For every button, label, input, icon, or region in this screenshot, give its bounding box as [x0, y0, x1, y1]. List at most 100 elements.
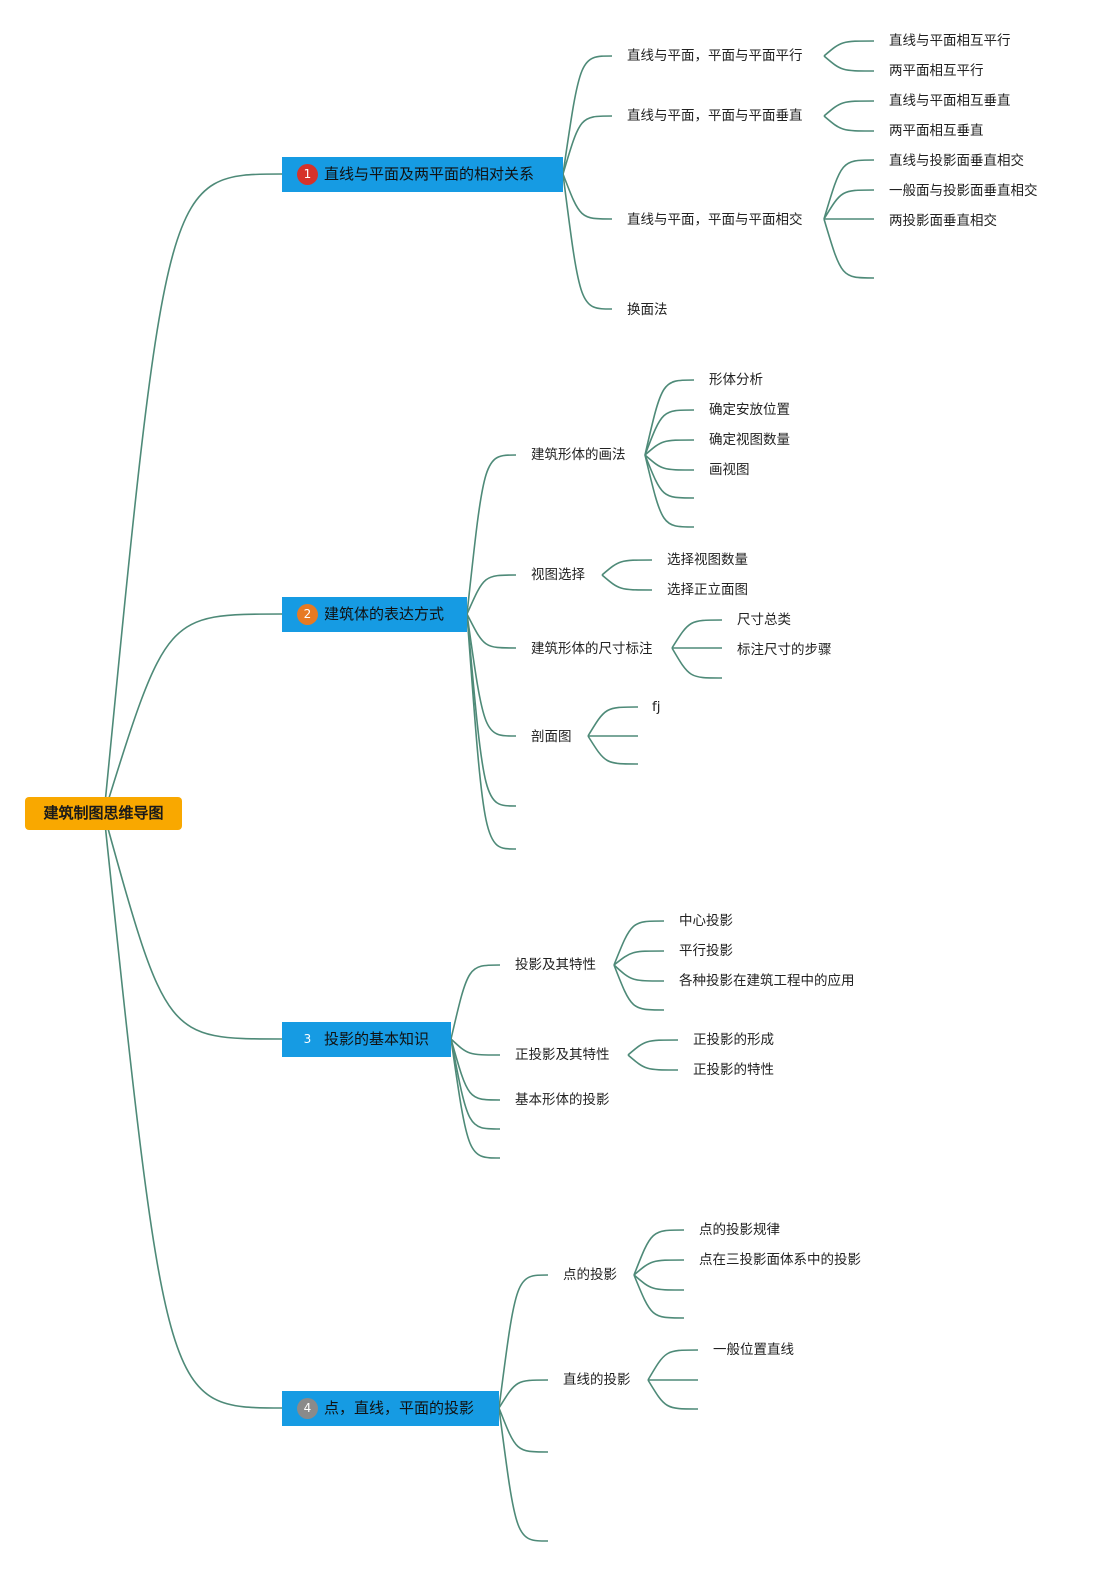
b2s2-link-2: [601, 574, 653, 591]
b3-link-3: [450, 1038, 501, 1101]
b1s1-link-2: [823, 55, 875, 72]
b2s4-link-1: [587, 706, 639, 737]
b4-link-2: [498, 1379, 549, 1409]
subtopic-2-1[interactable]: 建筑形体的画法: [531, 447, 626, 463]
b4s2-link-3: [647, 1379, 699, 1410]
b2s1-link-5: [644, 454, 695, 499]
branch-2-label: 建筑体的表达方式: [324, 605, 445, 623]
leaf-1-2-1[interactable]: 直线与平面相互垂直: [889, 93, 1011, 109]
b4s2-link-1: [647, 1349, 699, 1381]
branch-3-topic[interactable]: 3 投影的基本知识: [282, 1022, 451, 1057]
branch-1-topic[interactable]: 1 直线与平面及两平面的相对关系: [282, 157, 563, 192]
subtopic-2-3[interactable]: 建筑形体的尺寸标注: [531, 641, 653, 657]
b1-link-3: [562, 173, 613, 220]
leaf-2-3-2[interactable]: 标注尺寸的步骤: [737, 642, 832, 658]
branch-2-topic[interactable]: 2 建筑体的表达方式: [282, 597, 467, 632]
leaf-2-1-2[interactable]: 确定安放位置: [709, 402, 790, 418]
leaf-4-2-1[interactable]: 一般位置直线: [713, 1342, 794, 1358]
b1-link-4: [562, 173, 613, 310]
subtopic-3-1[interactable]: 投影及其特性: [515, 957, 596, 973]
b1s3-link-2: [823, 189, 875, 220]
b1s1-link-1: [823, 40, 875, 57]
subtopic-2-2[interactable]: 视图选择: [531, 567, 585, 583]
b2s1-link-4: [644, 454, 695, 471]
b3-link-1: [450, 964, 501, 1040]
b3-link-5: [450, 1038, 501, 1159]
leaf-3-1-1[interactable]: 中心投影: [679, 913, 733, 929]
b2s3-link-1: [671, 619, 723, 649]
branch-1-number-badge: 1: [297, 164, 318, 185]
b3-link-2: [450, 1038, 501, 1056]
subtopic-1-4[interactable]: 换面法: [627, 302, 668, 318]
b2s3-link-3: [671, 647, 723, 679]
leaf-2-2-1[interactable]: 选择视图数量: [667, 552, 748, 568]
leaf-3-1-3[interactable]: 各种投影在建筑工程中的应用: [679, 973, 855, 989]
branch-4-number-badge: 4: [297, 1398, 318, 1419]
leaf-2-3-1[interactable]: 尺寸总类: [737, 612, 791, 628]
root-topic[interactable]: 建筑制图思维导图: [25, 797, 182, 830]
b4s1-link-3: [633, 1274, 685, 1291]
leaf-2-2-2[interactable]: 选择正立面图: [667, 582, 748, 598]
leaf-3-2-2[interactable]: 正投影的特性: [693, 1062, 774, 1078]
b3s1-link-4: [613, 964, 665, 1011]
b1-link-2: [562, 115, 613, 175]
leaf-2-1-1[interactable]: 形体分析: [709, 372, 763, 388]
b4s1-link-2: [633, 1259, 685, 1276]
root-link-4: [103, 813, 283, 1409]
subtopic-3-3[interactable]: 基本形体的投影: [515, 1092, 610, 1108]
leaf-1-3-1[interactable]: 直线与投影面垂直相交: [889, 153, 1024, 169]
b2s2-link-1: [601, 559, 653, 576]
root-link-2: [103, 613, 283, 815]
b3-link-4: [450, 1038, 501, 1130]
leaf-1-3-2[interactable]: 一般面与投影面垂直相交: [889, 183, 1038, 199]
branch-1-label: 直线与平面及两平面的相对关系: [324, 165, 535, 183]
b2-link-5: [466, 613, 517, 807]
subtopic-1-2[interactable]: 直线与平面，平面与平面垂直: [627, 108, 803, 124]
b2s1-link-6: [644, 454, 695, 528]
b2s1-link-3: [644, 439, 695, 456]
leaf-1-3-3[interactable]: 两投影面垂直相交: [889, 213, 997, 229]
b4-link-1: [498, 1274, 549, 1409]
root-link-1: [103, 173, 283, 815]
b1s3-link-4: [823, 218, 875, 279]
b1-link-1: [562, 55, 613, 175]
leaf-1-1-2[interactable]: 两平面相互平行: [889, 63, 984, 79]
b2-link-1: [466, 454, 517, 615]
b4s1-link-1: [633, 1229, 685, 1276]
branch-3-number-badge: 3: [297, 1029, 318, 1050]
b4s1-link-4: [633, 1274, 685, 1319]
subtopic-2-4[interactable]: 剖面图: [531, 729, 572, 745]
subtopic-1-3[interactable]: 直线与平面，平面与平面相交: [627, 212, 803, 228]
leaf-4-1-2[interactable]: 点在三投影面体系中的投影: [699, 1252, 861, 1268]
leaf-3-1-2[interactable]: 平行投影: [679, 943, 733, 959]
leaf-4-1-1[interactable]: 点的投影规律: [699, 1222, 780, 1238]
b3s2-link-1: [627, 1039, 679, 1056]
b3s1-link-3: [613, 964, 665, 982]
leaf-3-2-1[interactable]: 正投影的形成: [693, 1032, 774, 1048]
b1s3-link-1: [823, 159, 875, 220]
subtopic-3-2[interactable]: 正投影及其特性: [515, 1047, 610, 1063]
b2-link-4: [466, 613, 517, 737]
leaf-1-1-1[interactable]: 直线与平面相互平行: [889, 33, 1011, 49]
leaf-2-4-1[interactable]: fj: [652, 699, 661, 715]
b2s4-link-3: [587, 735, 639, 765]
subtopic-4-2[interactable]: 直线的投影: [563, 1372, 631, 1388]
b3s1-link-1: [613, 920, 665, 966]
b3s1-link-2: [613, 950, 665, 966]
branch-2-number-badge: 2: [297, 604, 318, 625]
subtopic-4-1[interactable]: 点的投影: [563, 1267, 617, 1283]
b2s1-link-2: [644, 409, 695, 456]
branch-3-label: 投影的基本知识: [324, 1030, 430, 1048]
b3s2-link-2: [627, 1054, 679, 1071]
b1s2-link-1: [823, 100, 875, 117]
branch-4-topic[interactable]: 4 点，直线，平面的投影: [282, 1391, 499, 1426]
b1s2-link-2: [823, 115, 875, 132]
leaf-1-2-2[interactable]: 两平面相互垂直: [889, 123, 984, 139]
b2-link-2: [466, 574, 517, 615]
b4-link-4: [498, 1407, 549, 1542]
root-link-3: [103, 813, 283, 1040]
leaf-2-1-4[interactable]: 画视图: [709, 462, 750, 478]
subtopic-1-1[interactable]: 直线与平面，平面与平面平行: [627, 48, 803, 64]
leaf-2-1-3[interactable]: 确定视图数量: [709, 432, 790, 448]
